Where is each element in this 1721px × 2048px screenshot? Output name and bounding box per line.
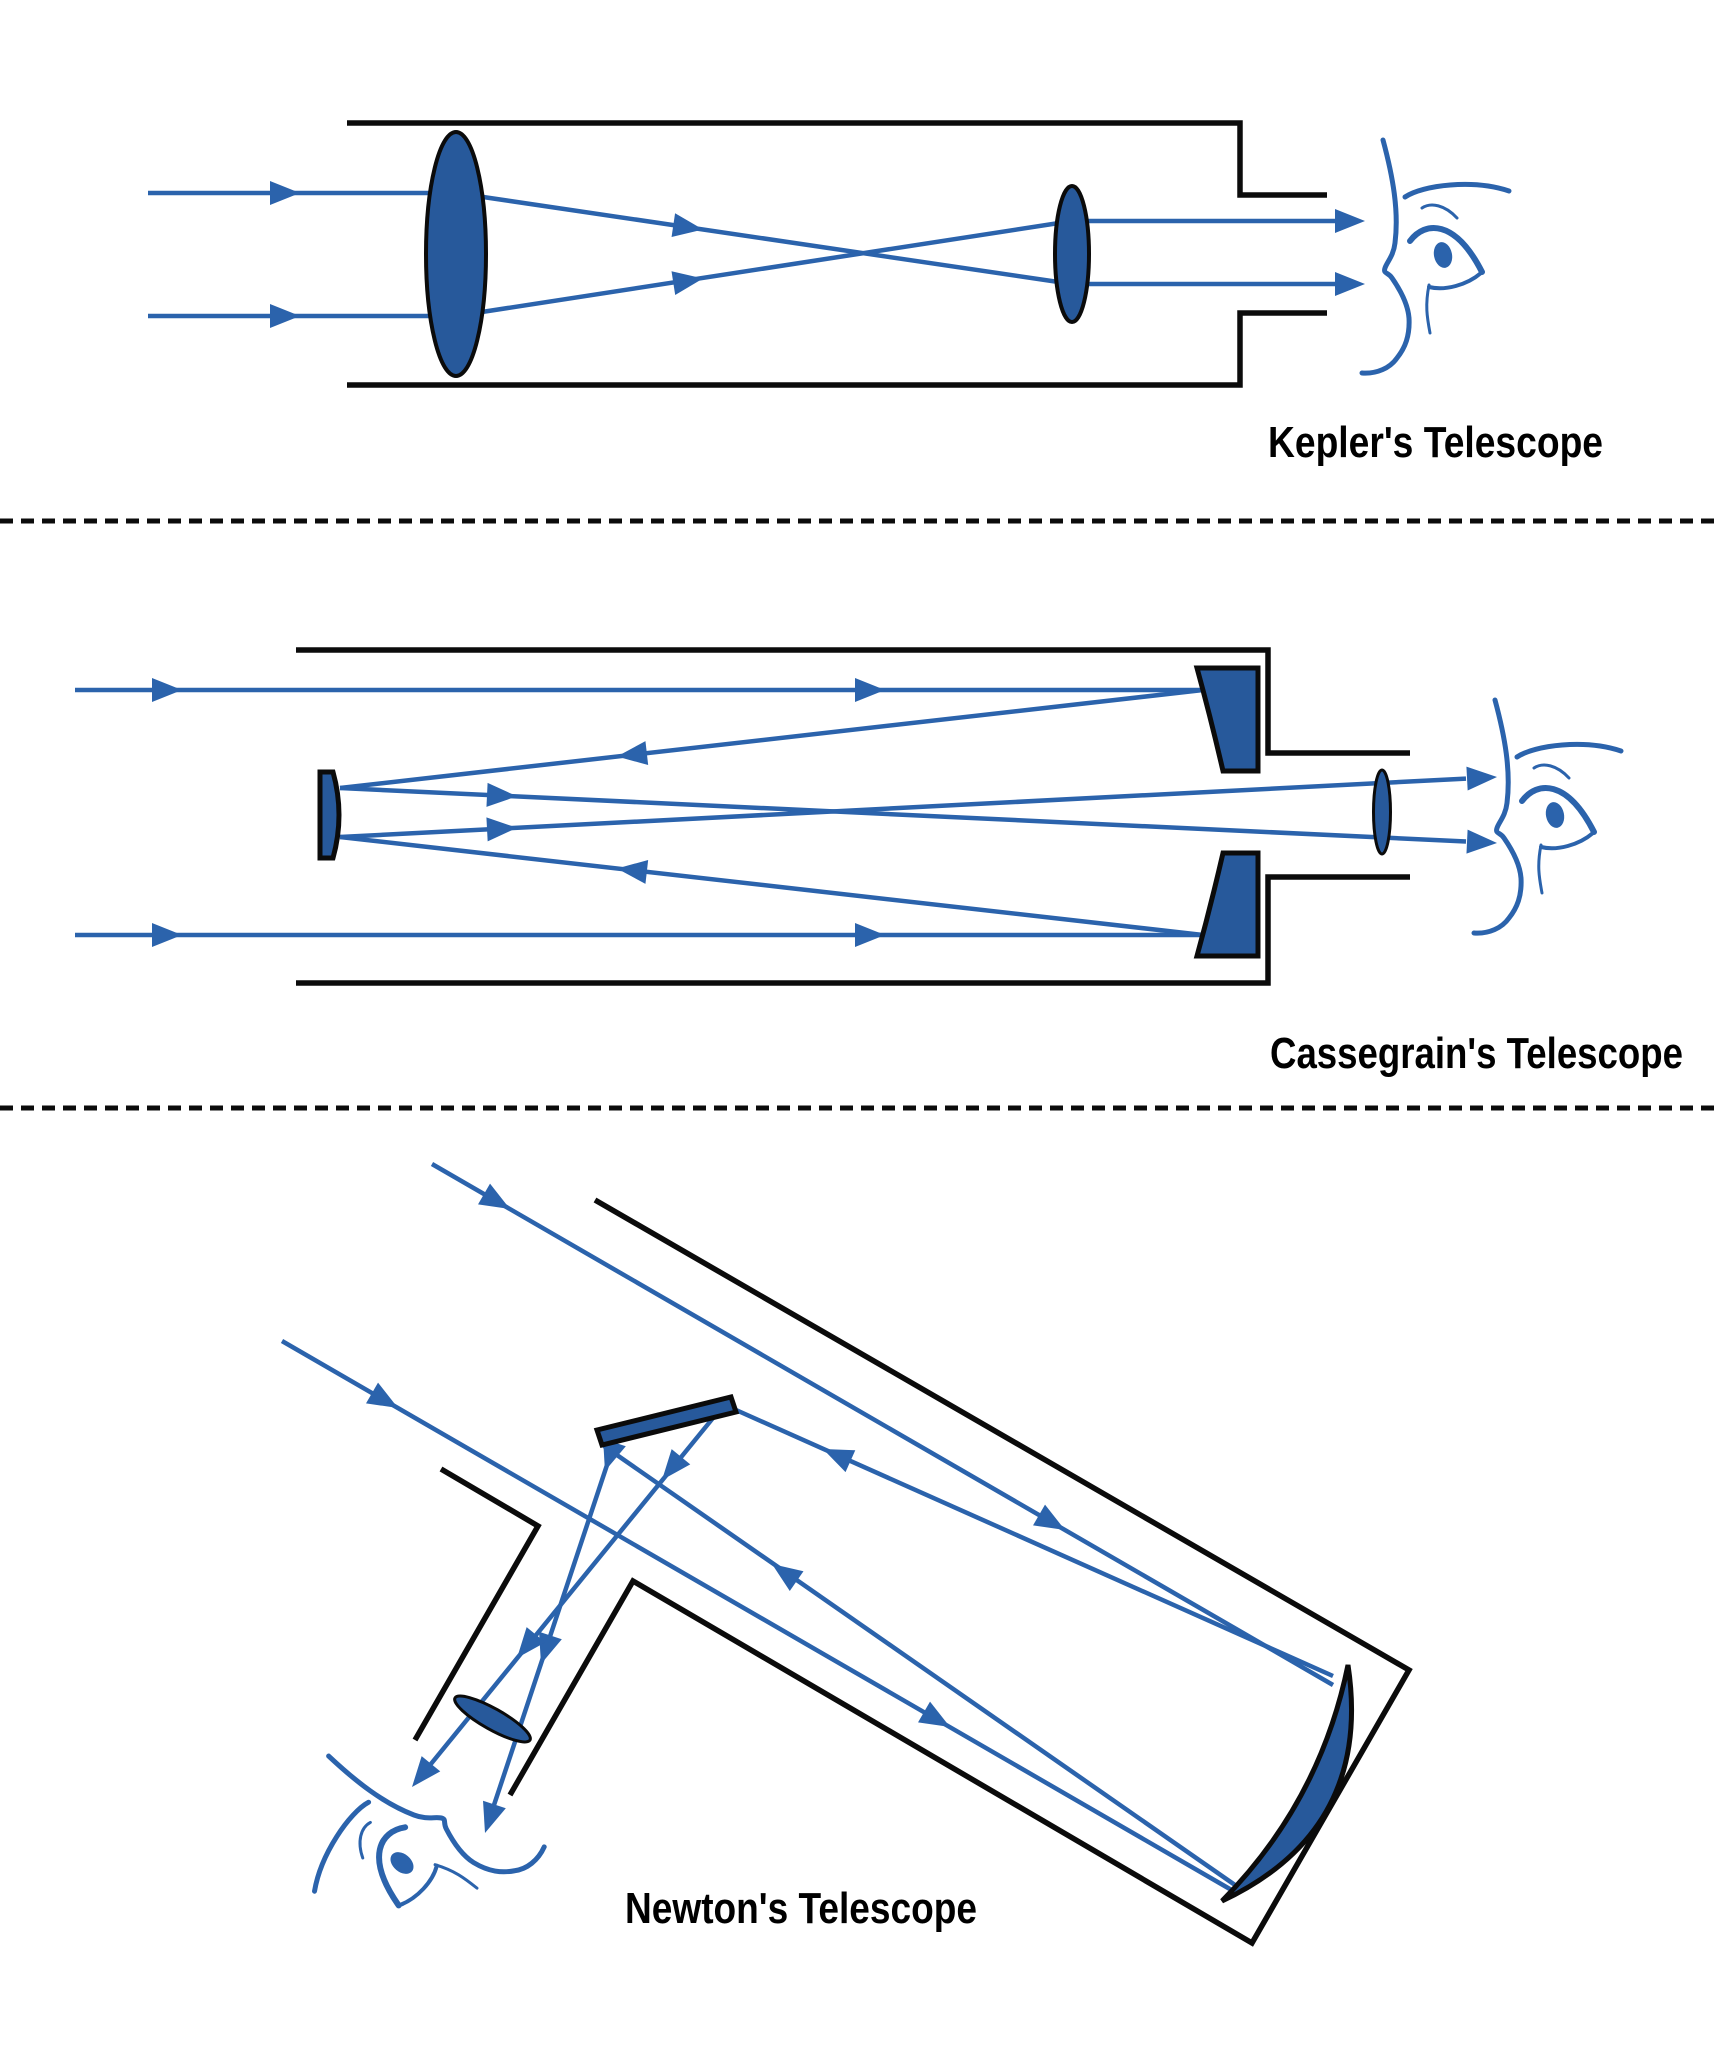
telescope-tube	[412, 1197, 1413, 1947]
ray-arrowhead-icon	[855, 678, 885, 702]
concave-primary-mirror	[1220, 1664, 1354, 1904]
ray-arrowhead-icon	[152, 678, 182, 702]
eyepiece-lens	[1372, 768, 1392, 856]
ray-arrowhead-icon	[671, 266, 705, 295]
light-ray	[602, 1444, 1237, 1887]
eyepiece-lens	[453, 1694, 532, 1744]
light-ray	[488, 1446, 616, 1815]
telescope-tube	[347, 120, 1327, 388]
ray-arrowhead-icon	[473, 1800, 506, 1837]
kepler-label: Kepler's Telescope	[1268, 418, 1603, 467]
cassegrain-label: Cassegrain's Telescope	[1270, 1029, 1683, 1078]
ray-arrowhead-icon	[615, 741, 649, 769]
flat-secondary-mirror	[593, 1394, 740, 1448]
ray-arrowhead-icon	[1466, 829, 1498, 855]
ray-arrowhead-icon	[152, 923, 182, 947]
light-rays	[280, 1162, 1335, 1894]
eyepiece-lens	[1053, 184, 1091, 324]
ray-arrowhead-icon	[366, 1382, 404, 1419]
ray-arrowhead-icon	[1033, 1504, 1071, 1541]
light-ray	[455, 190, 1073, 287]
light-rays	[148, 181, 1365, 328]
light-rays	[75, 678, 1498, 947]
newton-diagram: Newton's Telescope	[269, 1162, 1413, 1977]
ray-arrowhead-icon	[615, 856, 649, 884]
newton-label: Newton's Telescope	[625, 1884, 977, 1933]
objective-lens	[424, 130, 488, 378]
ray-arrowhead-icon	[486, 782, 518, 809]
light-ray	[339, 834, 1204, 938]
kepler-diagram: Kepler's Telescope	[148, 120, 1603, 467]
observer-eye-icon	[1362, 140, 1509, 373]
ray-arrowhead-icon	[855, 923, 885, 947]
cassegrain-diagram: Cassegrain's Telescope	[75, 647, 1683, 1078]
primary-mirror-upper-segment	[1193, 665, 1261, 774]
ray-arrowhead-icon	[270, 181, 300, 205]
light-ray	[430, 1162, 1335, 1687]
light-ray	[455, 218, 1073, 319]
light-ray	[339, 776, 1467, 840]
observer-eye-icon	[1474, 700, 1621, 933]
ray-arrowhead-icon	[270, 304, 300, 328]
ray-arrowhead-icon	[1466, 765, 1498, 791]
ray-arrowhead-icon	[486, 815, 518, 842]
ray-arrowhead-icon	[918, 1701, 956, 1738]
secondary-mirror	[317, 769, 342, 861]
ray-arrowhead-icon	[818, 1438, 856, 1473]
ray-arrowhead-icon	[1335, 209, 1365, 233]
light-ray	[339, 687, 1204, 791]
ray-arrowhead-icon	[1335, 272, 1365, 296]
ray-arrowhead-icon	[478, 1183, 516, 1220]
primary-mirror-lower-segment	[1193, 850, 1261, 959]
light-ray	[339, 785, 1467, 844]
light-ray	[280, 1339, 1237, 1894]
telescope-tube	[296, 647, 1410, 986]
